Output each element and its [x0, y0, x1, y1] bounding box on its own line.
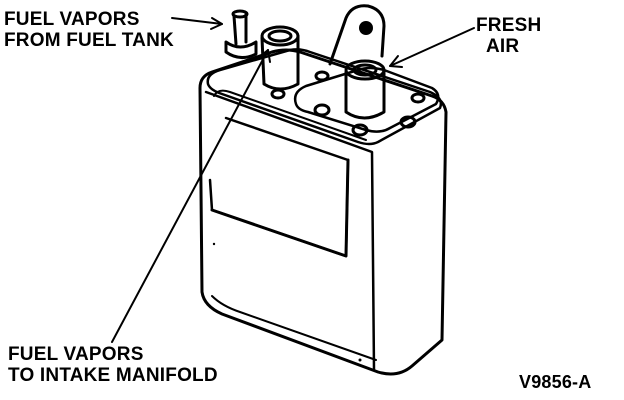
label-fuel-vapors-to-manifold: FUEL VAPORS TO INTAKE MANIFOLD	[8, 344, 218, 386]
lid-hole	[410, 92, 426, 104]
lid-hole	[351, 123, 369, 137]
tank-inlet-top	[231, 9, 249, 19]
manifold-outlet-top	[260, 25, 300, 47]
arrow-from-tank-head	[210, 17, 223, 30]
canister-lid	[206, 48, 443, 146]
fresh-air-plate	[293, 66, 440, 133]
tank-inlet-nipple	[232, 12, 248, 46]
mounting-tab-hole	[359, 21, 373, 35]
label-line: FROM FUEL TANK	[4, 30, 174, 51]
arrow-fresh-air-head	[389, 55, 403, 68]
lid-hole	[399, 115, 417, 129]
label-panel	[208, 116, 350, 258]
lid-hole	[270, 88, 286, 100]
arrow-fresh-air-line	[389, 27, 475, 67]
label-line: FUEL VAPORS	[8, 344, 144, 365]
arrow-from-tank-line	[171, 17, 223, 25]
tank-inlet-base	[224, 40, 258, 59]
canister-front-edge-inner	[213, 89, 367, 141]
canister-body	[198, 48, 448, 376]
label-panel-shade	[210, 158, 350, 258]
lid-hole	[314, 70, 330, 82]
lid-hole	[313, 103, 331, 117]
bottom-rim	[211, 295, 377, 361]
label-line: FRESH	[476, 15, 542, 36]
canister-front-edge	[204, 90, 376, 372]
fresh-air-top	[344, 59, 386, 81]
manifold-outlet-bore	[267, 29, 293, 43]
arrow-to-manifold-line	[111, 49, 269, 343]
label-line: TO INTAKE MANIFOLD	[8, 365, 218, 386]
fresh-air-bore	[352, 63, 378, 77]
figure-id: V9856-A	[519, 372, 592, 392]
arrow-to-manifold-head	[257, 49, 271, 63]
label-line: FUEL VAPORS	[4, 9, 140, 30]
mounting-tab	[328, 4, 386, 66]
label-fresh-air: FRESH AIR	[476, 15, 541, 57]
label-fuel-vapors-from-tank: FUEL VAPORS FROM FUEL TANK	[4, 9, 174, 51]
label-line: AIR	[486, 36, 520, 57]
fresh-air-tube	[344, 68, 386, 120]
